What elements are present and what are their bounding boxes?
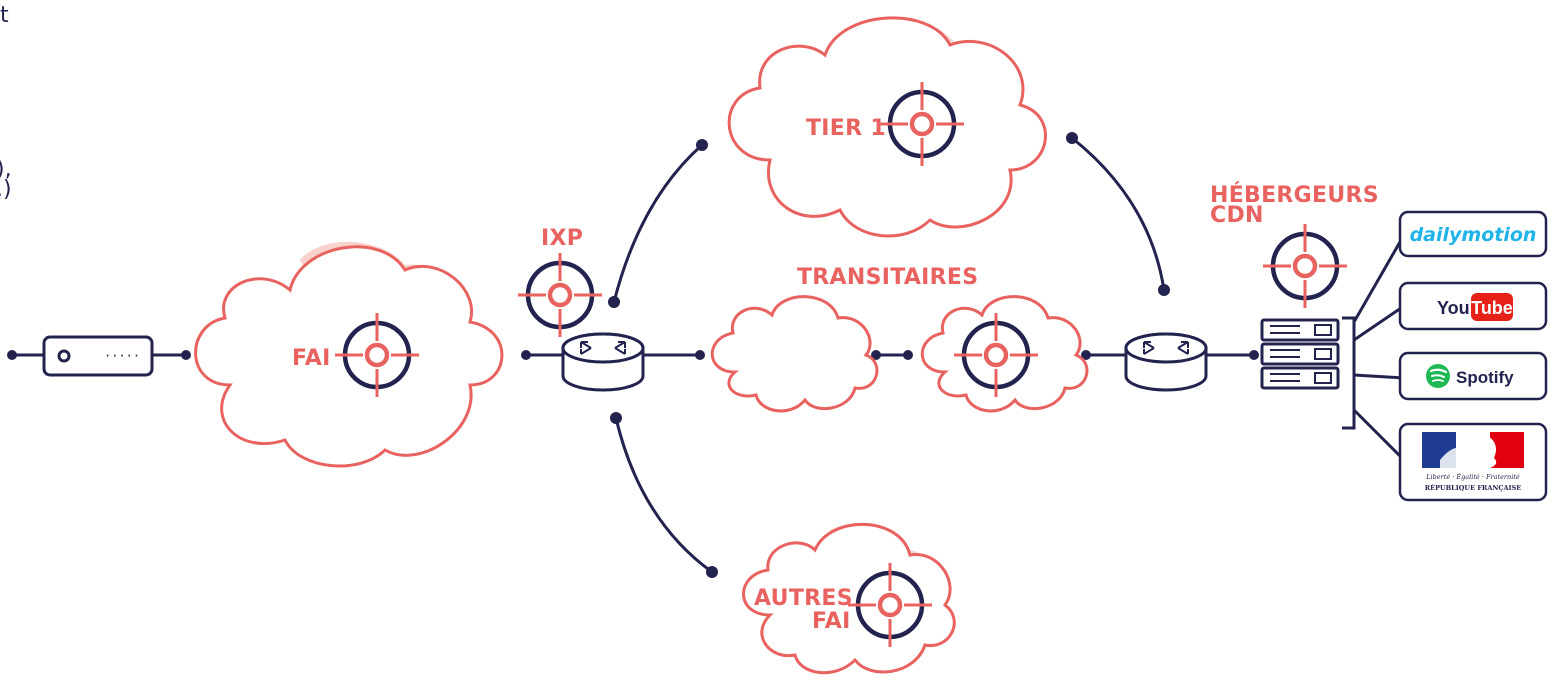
edge-text-3: .) [0,177,12,202]
youtube-tube: Tube [1471,298,1513,318]
spotify-icon [1426,364,1450,388]
label-hebergeurs-line1: HÉBERGEURS [1210,182,1379,208]
edge-text-1: t [0,3,9,28]
target-icon-ixp [518,253,602,337]
router-icon-ixp [561,332,645,392]
label-fai: FAI [292,346,331,371]
cloud-transit-1 [710,295,879,413]
router-icon-cdn [1124,332,1208,392]
gov-name: RÉPUBLIQUE FRANÇAISE [1425,483,1522,492]
dailymotion-logo: dailymotion [1410,224,1537,246]
connections [7,132,1406,578]
label-transitaires: TRANSITAIRES [797,265,978,290]
service-gouvernement: Liberté · Égalité · Fraternité RÉPUBLIQU… [1398,422,1548,502]
marianne-logo-icon [1422,432,1524,468]
label-autres-line2: FAI [812,609,851,634]
service-spotify: Spotify [1398,351,1548,401]
modem-icon: ····· [42,335,154,377]
label-autres-line1: AUTRES [754,586,853,611]
target-icon-cdn [1263,224,1347,308]
cloud-transit-2 [920,295,1089,413]
spotify-logo-text: Spotify [1456,368,1514,387]
cloud-tier1: TIER 1 [727,16,1047,238]
service-dailymotion: dailymotion [1398,210,1548,258]
svg-text:·····: ····· [104,349,140,363]
edge-text-2: ), [0,157,12,182]
youtube-you: You [1437,298,1470,318]
label-tier1: TIER 1 [806,116,886,141]
service-youtube: You Tube [1398,281,1548,331]
label-ixp: IXP [541,226,583,251]
gov-motto: Liberté · Égalité · Fraternité [1425,472,1520,481]
cloud-fai: FAI [194,241,504,468]
server-rack-icon [1260,318,1340,390]
label-hebergeurs-line2: CDN [1210,203,1264,228]
cloud-autres-fai: AUTRES FAI [742,522,956,675]
